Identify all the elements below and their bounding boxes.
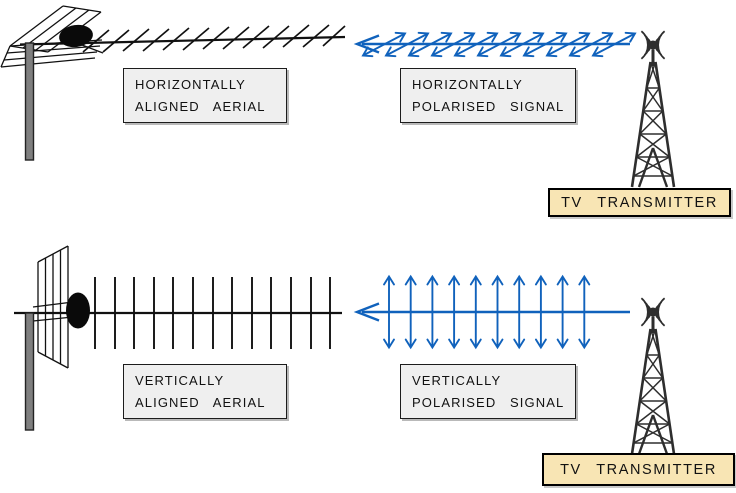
aerial-elements — [94, 277, 331, 349]
label-line-1: VERTICALLY — [135, 373, 225, 388]
horizontal-aerial-label: HORIZONTALLY ALIGNED AERIAL — [123, 68, 287, 123]
label-line-2: POLARISED SIGNAL — [412, 395, 565, 410]
tv-transmitter-top — [630, 29, 676, 189]
signal-direction-arrowhead — [353, 302, 380, 322]
vertical-signal-label: VERTICALLY POLARISED SIGNAL — [400, 364, 576, 419]
label-line-2: POLARISED SIGNAL — [412, 99, 565, 114]
horizontal-signal-wave — [353, 31, 637, 58]
aerial-elements — [82, 24, 346, 53]
vertical-oscillation-arrows — [383, 274, 591, 350]
label-line-1: HORIZONTALLY — [135, 77, 246, 92]
horizontal-signal-label: HORIZONTALLY POLARISED SIGNAL — [400, 68, 576, 123]
tv-transmitter-label-top: TV TRANSMITTER — [548, 188, 731, 217]
vertical-signal-wave — [353, 274, 630, 350]
label-line-2: ALIGNED AERIAL — [135, 99, 266, 114]
horizontal-oscillation-arrows — [361, 31, 637, 58]
tv-transmitter-label-bottom: TV TRANSMITTER — [542, 453, 735, 486]
dipole-housing — [66, 292, 90, 329]
tv-transmitter-bottom — [630, 296, 676, 456]
aerial-cable — [81, 44, 104, 54]
label-line-2: ALIGNED AERIAL — [135, 395, 266, 410]
vertical-aerial-illustration — [14, 245, 342, 431]
dipole-housing — [59, 24, 93, 48]
label-line-1: VERTICALLY — [412, 373, 502, 388]
vertical-aerial-label: VERTICALLY ALIGNED AERIAL — [123, 364, 287, 419]
aerial-mast — [24, 42, 35, 161]
aerial-mast — [24, 312, 35, 431]
label-line-1: HORIZONTALLY — [412, 77, 523, 92]
horizontal-aerial-illustration — [0, 5, 346, 161]
